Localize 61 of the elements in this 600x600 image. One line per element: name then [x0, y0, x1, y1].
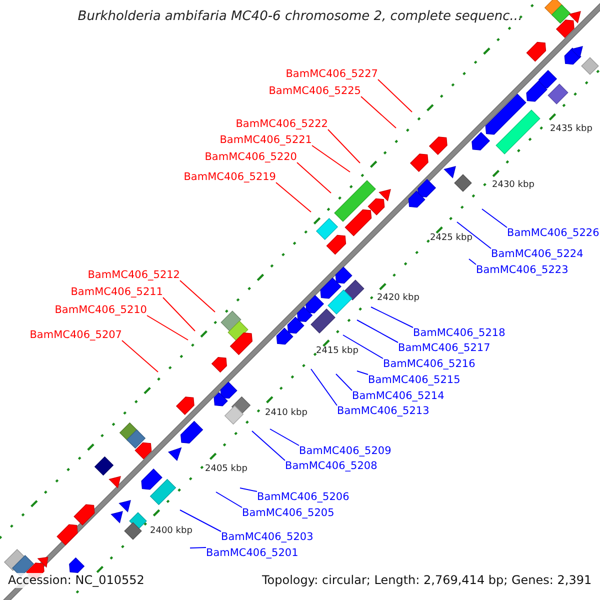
footer-text: Accession: NC_010552 — [6, 572, 146, 588]
scale-label: 2435 kbp — [550, 124, 592, 134]
gene-label: BamMC406_5225 — [268, 84, 361, 98]
gene-label: BamMC406_5222 — [236, 118, 328, 130]
map-title: Burkholderia ambifaria MC40-6 chromosome 2, complete sequenc... — [76, 9, 524, 24]
gene-label: BamMC406_5218 — [413, 326, 506, 340]
gene-label: BamMC406_5209 — [299, 444, 392, 458]
leader-line — [296, 162, 332, 194]
gene-label: BamMC406_5227 — [286, 68, 378, 80]
gene-label: BamMC406_5221 — [220, 134, 312, 146]
gene-label: BamMC406_5201 — [206, 546, 298, 560]
gene-label: BamMC406_5207 — [30, 328, 122, 342]
gene-label: BamMC406_5217 — [398, 342, 490, 354]
gene-label: BamMC406_5226 — [507, 226, 600, 240]
leader-line — [146, 315, 188, 340]
gene-label: BamMC406_5203 — [221, 530, 314, 544]
gene-label: BamMC406_5215 — [368, 374, 460, 386]
gene-label: BamMC406_5212 — [88, 268, 180, 282]
gene-label: BamMC406_5214 — [352, 390, 444, 402]
leader-line — [122, 340, 158, 372]
gene-label: BamMC406_5219 — [184, 170, 276, 184]
scale-label: 2400 kbp — [150, 526, 192, 536]
scale-label: 2430 kbp — [492, 180, 534, 190]
gene-label: BamMC406_5205 — [242, 506, 334, 520]
leader-line — [336, 374, 352, 391]
leader-line — [190, 547, 206, 548]
leader-line — [482, 208, 508, 228]
leader-line — [310, 368, 338, 406]
gene-label: BamMC406_5210 — [54, 304, 147, 316]
leader-line — [270, 428, 300, 446]
gene-label: BamMC406_5211 — [70, 286, 163, 298]
scale-label: 2415 kbp — [316, 346, 358, 356]
gene-label: BamMC406_5213 — [337, 404, 430, 418]
leader-line — [328, 129, 360, 164]
gene-label: BamMC406_5216 — [383, 358, 476, 370]
leader-line — [216, 492, 242, 508]
leader-line — [370, 306, 414, 328]
leader-line — [252, 430, 286, 461]
leader-line — [456, 222, 492, 249]
leader-line — [360, 96, 396, 128]
scale-label: 2410 kbp — [265, 408, 308, 418]
leader-line — [180, 280, 216, 312]
leader-line — [312, 145, 350, 172]
leader-line — [276, 182, 312, 212]
gene-label: BamMC406_5206 — [257, 490, 350, 504]
gene-label: BamMC406_5220 — [204, 150, 297, 164]
footer-text: Topology: circular; Length: 2,769,414 bp; Genes: 2,391 — [260, 572, 594, 588]
leader-line — [180, 510, 222, 532]
gene-label: BamMC406_5224 — [491, 248, 584, 260]
scale-label: 2425 kbp — [430, 232, 472, 244]
gene-label: BamMC406_5208 — [285, 460, 378, 472]
leader-line — [162, 297, 196, 332]
leader-line — [356, 320, 398, 343]
leader-line — [468, 258, 476, 265]
scale-label: 2405 kbp — [205, 464, 248, 474]
scale-label: 2420 kbp — [377, 292, 420, 304]
gene-label: BamMC406_5223 — [476, 264, 568, 276]
leader-line — [240, 488, 258, 492]
leader-line — [378, 79, 412, 112]
leader-line — [342, 334, 384, 359]
leader-line — [356, 370, 368, 375]
